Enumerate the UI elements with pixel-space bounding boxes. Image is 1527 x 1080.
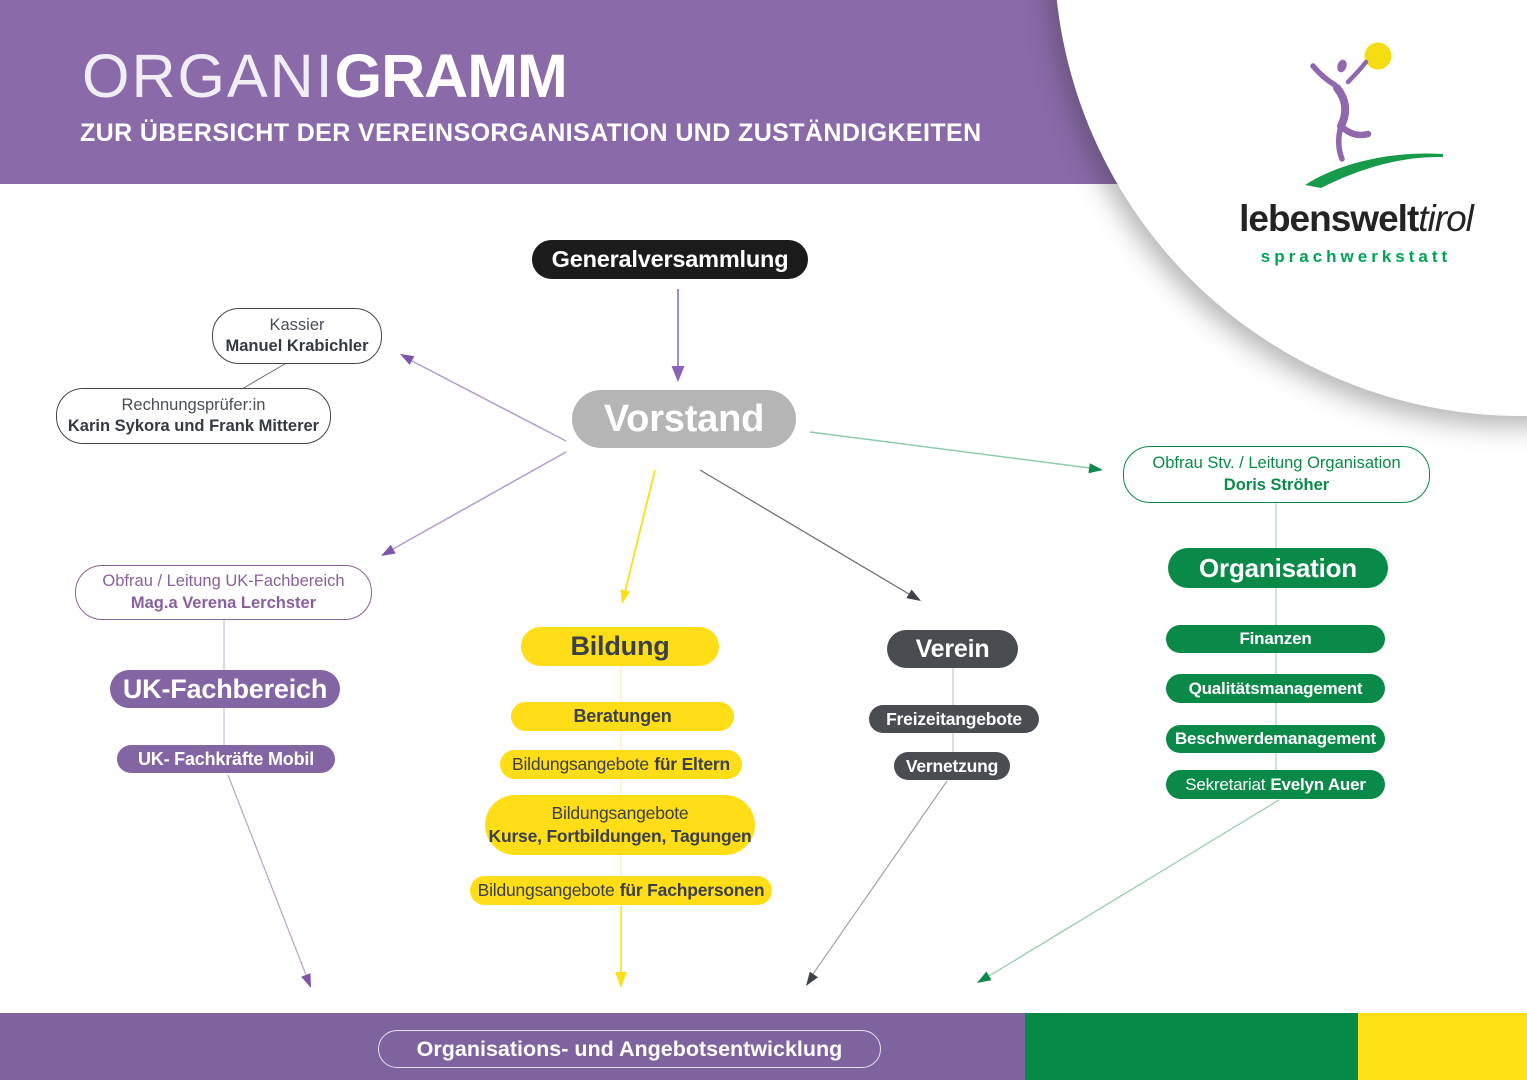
node-bildung: Bildung	[521, 627, 719, 666]
kurse-line2: Kurse, Fortbildungen, Tagungen	[488, 826, 752, 846]
org-lead-role: Obfrau Stv. / Leitung Organisation	[1152, 454, 1401, 473]
sekretariat-bold: Evelyn Auer	[1270, 774, 1366, 794]
node-uk-fachkraefte-mobil: UK- Fachkräfte Mobil	[117, 745, 335, 773]
kurse-line1: Bildungsangebote	[551, 803, 689, 824]
arrow-vorstand-to-verein	[699, 469, 921, 601]
swoosh-icon	[1305, 153, 1443, 188]
node-rechnungspruefer: Rechnungsprüfer:in Karin Sykora und Fran…	[56, 388, 331, 444]
fachpersonen-prefix: Bildungsangebote	[477, 880, 615, 900]
node-qualitaetsmanagement: Qualitätsmanagement	[1166, 674, 1385, 703]
footer-band-green	[1025, 1013, 1358, 1080]
arrow-vernetzung-to-footer	[806, 780, 948, 986]
logo-name-italic: tirol	[1418, 198, 1474, 239]
node-beratungen: Beratungen	[511, 702, 734, 731]
node-uk-fachbereich: UK-Fachbereich	[110, 670, 340, 708]
eltern-prefix: Bildungsangebote	[512, 754, 649, 774]
line-kassier-rechnungspruefer	[241, 361, 289, 390]
node-bildungsangebote-kurse: Bildungsangebote Kurse, Fortbildungen, T…	[485, 795, 755, 855]
dancing-figure-icon	[1305, 42, 1443, 188]
arrow-uk-to-footer	[227, 774, 311, 988]
page-subtitle: ZUR ÜBERSICHT DER VEREINSORGANISATION UN…	[80, 119, 982, 147]
arrow-vorstand-to-kassier	[400, 354, 567, 442]
node-kassier: Kassier Manuel Krabichler	[212, 308, 382, 364]
page-title: ORGANIGRAMM	[82, 46, 568, 107]
node-beschwerdemanagement: Beschwerdemanagement	[1166, 725, 1385, 753]
logo-wordmark: lebenswelttirol	[1191, 198, 1521, 240]
eltern-bold: für Eltern	[654, 754, 730, 774]
arrow-vorstand-to-org-lead	[809, 431, 1103, 474]
node-uk-lead: Obfrau / Leitung UK-Fachbereich Mag.a Ve…	[75, 565, 372, 620]
node-vernetzung: Vernetzung	[894, 752, 1010, 780]
node-finanzen: Finanzen	[1166, 625, 1385, 653]
arrow-bildung-to-footer	[615, 906, 627, 988]
uk-lead-name: Mag.a Verena Lerchster	[130, 593, 317, 612]
sekretariat-prefix: Sekretariat	[1185, 774, 1266, 794]
arrow-sekretariat-to-footer	[977, 799, 1280, 983]
page-title-bold: GRAMM	[334, 42, 568, 110]
figure-head	[1337, 59, 1347, 73]
rechnungspruefer-name: Karin Sykora und Frank Mitterer	[67, 417, 320, 435]
kassier-name: Manuel Krabichler	[225, 337, 369, 355]
org-lead-name: Doris Ströher	[1223, 475, 1330, 494]
footer-label: Organisations- und Angebotsentwicklung	[378, 1030, 881, 1068]
node-organisation: Organisation	[1168, 548, 1388, 588]
node-org-lead: Obfrau Stv. / Leitung Organisation Doris…	[1123, 446, 1430, 503]
logo-tagline: sprachwerkstatt	[1260, 247, 1452, 266]
sun-icon	[1364, 42, 1392, 70]
arrow-vorstand-to-uk-lead	[381, 451, 567, 556]
footer-band-yellow	[1358, 1013, 1527, 1080]
kassier-role: Kassier	[269, 315, 325, 334]
node-vorstand: Vorstand	[572, 390, 796, 448]
logo-name-bold: lebenswelt	[1239, 198, 1419, 239]
arrow-generalversammlung-to-vorstand	[671, 289, 685, 382]
fachpersonen-bold: für Fachpersonen	[619, 880, 765, 900]
footer-band-purple	[0, 1013, 1025, 1080]
rechnungspruefer-role: Rechnungsprüfer:in	[121, 395, 266, 414]
node-verein: Verein	[887, 630, 1018, 668]
node-freizeitangebote: Freizeitangebote	[869, 705, 1039, 733]
arrow-vorstand-to-bildung	[620, 469, 656, 604]
node-generalversammlung: Generalversammlung	[532, 240, 808, 279]
uk-lead-role: Obfrau / Leitung UK-Fachbereich	[102, 572, 345, 591]
page-title-light: ORGANI	[82, 42, 335, 110]
